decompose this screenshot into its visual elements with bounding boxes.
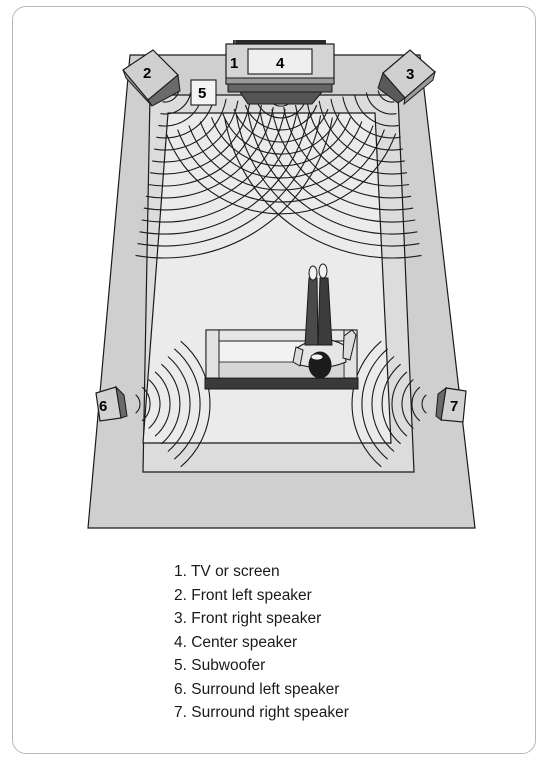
surround-left-waves	[135, 340, 211, 468]
front-right-speaker: 3	[377, 49, 436, 106]
center-wave-arc	[199, 121, 363, 179]
legend-item-tv: 1. TV or screen	[174, 563, 280, 580]
label-tv: 1	[230, 55, 238, 72]
surround-right-wave-arc	[351, 340, 382, 468]
center-wave-arc	[165, 133, 397, 215]
legend-item-center: 4. Center speaker	[174, 633, 298, 651]
front-right-wave-arc	[330, 98, 403, 151]
label-front-left: 2	[143, 65, 151, 82]
surround-left-wave-arc	[135, 394, 141, 414]
front-right-wave-arc	[259, 111, 416, 223]
legend-item-surround-right: 7. Surround right speaker	[174, 704, 349, 721]
front-right-wave-arc	[224, 117, 422, 259]
legend-item-front-right: 3. Front right speaker	[174, 610, 322, 627]
legend-item-surround-left: 6. Surround left speaker	[174, 680, 340, 698]
surround-left-wave-arc	[167, 356, 191, 452]
label-front-right: 3	[406, 66, 414, 83]
center-wave-arc	[222, 113, 340, 155]
front-right-wave-arc	[271, 109, 414, 211]
legend-item-front-left: 2. Front left speaker	[174, 586, 312, 604]
front-right-wave-arc	[318, 100, 405, 163]
surround-right-speaker: 7	[435, 386, 467, 423]
front-left-wave-arc	[137, 115, 322, 247]
front-left-wave-arc	[143, 109, 286, 211]
label-surround-left: 6	[99, 398, 107, 415]
legend-list: 1. TV or screen 2. Front left speaker 3.…	[174, 560, 349, 725]
front-left-wave-arc	[152, 100, 239, 163]
surround-right-wave-arc	[381, 363, 401, 445]
surround-right-waves	[351, 340, 427, 468]
surround-left-wave-arc	[141, 386, 151, 422]
label-center: 4	[276, 55, 285, 72]
front-left-wave-arc	[147, 104, 263, 187]
center-wave-arc	[244, 104, 318, 131]
seated-person	[292, 263, 357, 379]
label-surround-right: 7	[450, 398, 458, 415]
front-left-speaker: 2	[122, 49, 181, 107]
center-wave-arc	[256, 100, 306, 119]
front-right-wave-arc	[235, 115, 420, 247]
front-right-wave-arc	[354, 94, 399, 127]
center-wave-arc	[188, 125, 374, 191]
front-right-wave-arc	[247, 113, 418, 235]
surround-left-wave-arc	[161, 363, 181, 445]
subwoofer: 5	[190, 79, 217, 106]
surround-left-wave-arc	[154, 371, 171, 437]
front-left-wave-arc	[154, 98, 227, 151]
front-right-wave-arc	[342, 96, 401, 139]
center-wave-arc	[233, 108, 329, 143]
surround-right-wave-arc	[361, 348, 389, 460]
front-left-wave-arc	[156, 96, 215, 139]
front-left-wave-arc	[150, 102, 251, 175]
front-left-wave-arc	[145, 107, 274, 199]
surround-right-wave-arc	[411, 386, 421, 422]
surround-left-wave-arc	[173, 348, 201, 460]
front-right-wave-arc	[377, 90, 395, 103]
front-left-wave-arc	[139, 113, 310, 235]
surround-right-wave-arc	[391, 371, 408, 437]
surround-right-wave-arc	[401, 379, 414, 429]
center-waves	[165, 96, 397, 215]
legend-item-subwoofer: 5. Subwoofer	[174, 657, 266, 674]
label-subwoofer: 5	[198, 85, 206, 102]
front-left-wave-arc	[160, 92, 192, 115]
front-right-wave-arc	[306, 102, 407, 175]
sound-waves	[135, 90, 427, 468]
surround-right-wave-arc	[371, 356, 395, 452]
front-left-wave-arc	[141, 111, 298, 223]
surround-left-speaker: 6	[95, 385, 128, 422]
center-wave-arc	[210, 117, 352, 167]
center-wave-arc	[177, 129, 385, 203]
tv-unit: 1 4	[225, 40, 335, 105]
surround-right-wave-arc	[421, 394, 427, 414]
surround-left-wave-arc	[180, 340, 211, 468]
front-right-wave-arc	[365, 92, 397, 115]
surround-left-wave-arc	[148, 379, 161, 429]
